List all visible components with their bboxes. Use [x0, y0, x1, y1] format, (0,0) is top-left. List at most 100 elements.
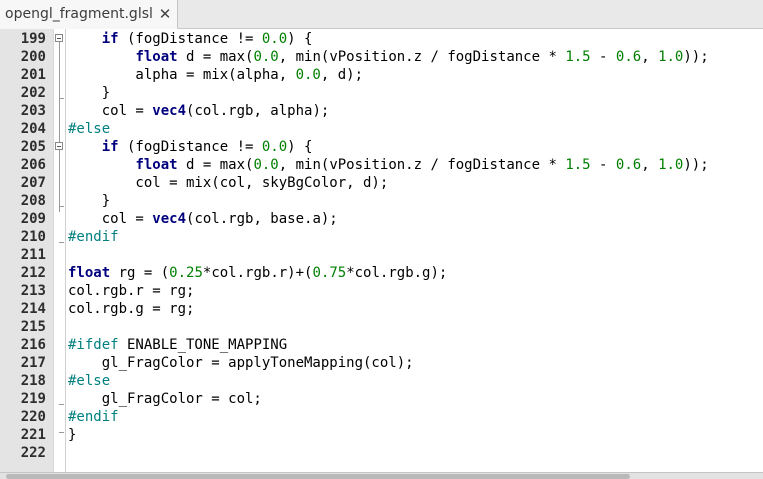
code-token: float: [135, 157, 178, 173]
fold-toggle-icon[interactable]: [55, 34, 63, 42]
horizontal-scrollbar-track[interactable]: [0, 472, 763, 479]
code-token: (col.rgb, base.a);: [186, 211, 338, 227]
code-token: *col.rgb.r)+(: [202, 265, 313, 281]
line-number: 210: [20, 229, 46, 245]
code-token: (col.rgb, alpha);: [186, 103, 330, 119]
code-line[interactable]: 202 }: [0, 84, 763, 102]
code-token: 1.0: [658, 157, 684, 173]
code-line[interactable]: 221}: [0, 426, 763, 444]
code-token: (fogDistance !=: [118, 139, 262, 155]
code-token: , d);: [320, 67, 364, 83]
code-line[interactable]: 209 col = vec4(col.rgb, base.a);: [0, 210, 763, 228]
code-token: col.rgb.r = rg;: [68, 283, 195, 299]
code-token: 0.0: [261, 31, 288, 47]
line-number: 206: [20, 157, 46, 173]
code-token: float: [68, 265, 111, 281]
code-token: 1.5: [565, 49, 591, 65]
code-line[interactable]: 200 float d = max(0.0, min(vPosition.z /…: [0, 48, 763, 66]
code-line[interactable]: 207 col = mix(col, skyBgColor, d);: [0, 174, 763, 192]
line-number: 212: [20, 265, 46, 281]
code-token: [68, 157, 135, 173]
code-token: }: [68, 193, 111, 209]
code-token: 1.0: [658, 49, 684, 65]
code-line[interactable]: 216#ifdef ENABLE_TONE_MAPPING: [0, 336, 763, 354]
code-token: col =: [68, 103, 153, 119]
code-text: }: [68, 192, 110, 210]
fold-end-icon: [59, 98, 64, 99]
fold-end-icon: [59, 432, 64, 433]
code-token: 0.75: [312, 265, 347, 281]
code-text: col.rgb.g = rg;: [68, 300, 194, 318]
line-number: 207: [20, 175, 46, 191]
code-token: gl_FragColor = applyToneMapping(col);: [68, 355, 414, 371]
code-text: col.rgb.r = rg;: [68, 282, 194, 300]
line-number-gutter: [0, 29, 53, 472]
code-line[interactable]: 218 #else: [0, 372, 763, 390]
line-number: 204: [20, 121, 46, 137]
code-line[interactable]: 210#endif: [0, 228, 763, 246]
code-text: if (fogDistance != 0.0) {: [68, 138, 313, 156]
tab-label: opengl_fragment.glsl: [5, 6, 153, 22]
fold-end-icon: [59, 404, 64, 405]
code-line[interactable]: 208 }: [0, 192, 763, 210]
code-line[interactable]: 205 if (fogDistance != 0.0) {: [0, 138, 763, 156]
line-number: 214: [20, 301, 46, 317]
code-line[interactable]: 222: [0, 444, 763, 462]
code-text: #endif: [68, 408, 119, 426]
code-token: -: [590, 49, 616, 65]
code-editor[interactable]: 199 if (fogDistance != 0.0) {200 float d…: [0, 29, 763, 472]
line-number: 219: [20, 391, 46, 407]
code-token: ,: [641, 157, 659, 173]
code-token: vec4: [152, 103, 187, 119]
fold-end-icon: [59, 206, 64, 207]
line-number: 208: [20, 193, 46, 209]
line-number: 211: [20, 247, 46, 263]
line-number: 209: [20, 211, 46, 227]
code-text: float d = max(0.0, min(vPosition.z / fog…: [68, 48, 709, 66]
code-token: 0.0: [253, 157, 279, 173]
code-line[interactable]: 206 float d = max(0.0, min(vPosition.z /…: [0, 156, 763, 174]
code-line[interactable]: 201 alpha = mix(alpha, 0.0, d);: [0, 66, 763, 84]
tab-opengl-fragment[interactable]: opengl_fragment.glsl ✕: [0, 0, 178, 29]
code-text: #else: [68, 372, 110, 390]
code-token: #else: [68, 373, 111, 389]
code-text: gl_FragColor = applyToneMapping(col);: [68, 354, 414, 372]
line-number: 213: [20, 283, 46, 299]
close-icon[interactable]: ✕: [158, 5, 172, 23]
code-text: #else: [68, 120, 110, 138]
code-line[interactable]: 220#endif: [0, 408, 763, 426]
code-line[interactable]: 203 col = vec4(col.rgb, alpha);: [0, 102, 763, 120]
line-number: 203: [20, 103, 46, 119]
code-token: ));: [683, 49, 709, 65]
code-token: [68, 31, 102, 47]
code-line[interactable]: 204 #else: [0, 120, 763, 138]
code-line[interactable]: 215: [0, 318, 763, 336]
line-number: 218: [20, 373, 46, 389]
code-token: d = max(: [177, 157, 254, 173]
code-text: }: [68, 84, 110, 102]
code-line[interactable]: 211: [0, 246, 763, 264]
code-token: 0.0: [261, 139, 288, 155]
code-token: rg = (: [110, 265, 170, 281]
code-line[interactable]: 214 col.rgb.g = rg;: [0, 300, 763, 318]
fold-toggle-icon[interactable]: [55, 142, 63, 150]
code-text: col = vec4(col.rgb, base.a);: [68, 210, 338, 228]
fold-margin: [53, 29, 66, 472]
code-text: alpha = mix(alpha, 0.0, d);: [68, 66, 363, 84]
code-line[interactable]: 217 gl_FragColor = applyToneMapping(col)…: [0, 354, 763, 372]
horizontal-scrollbar-thumb[interactable]: [6, 474, 630, 479]
code-token: ));: [683, 157, 709, 173]
code-line[interactable]: 199 if (fogDistance != 0.0) {: [0, 30, 763, 48]
code-token: 0.6: [615, 157, 642, 173]
code-token: , min(vPosition.z / fogDistance *: [278, 157, 566, 173]
code-token: 1.5: [565, 157, 591, 173]
code-line[interactable]: 219 gl_FragColor = col;: [0, 390, 763, 408]
code-text: if (fogDistance != 0.0) {: [68, 30, 313, 48]
code-token: }: [68, 427, 77, 443]
code-token: #endif: [68, 409, 119, 425]
code-text: }: [68, 426, 76, 444]
line-number: 222: [20, 445, 46, 461]
code-line[interactable]: 213 col.rgb.r = rg;: [0, 282, 763, 300]
line-number: 200: [20, 49, 46, 65]
